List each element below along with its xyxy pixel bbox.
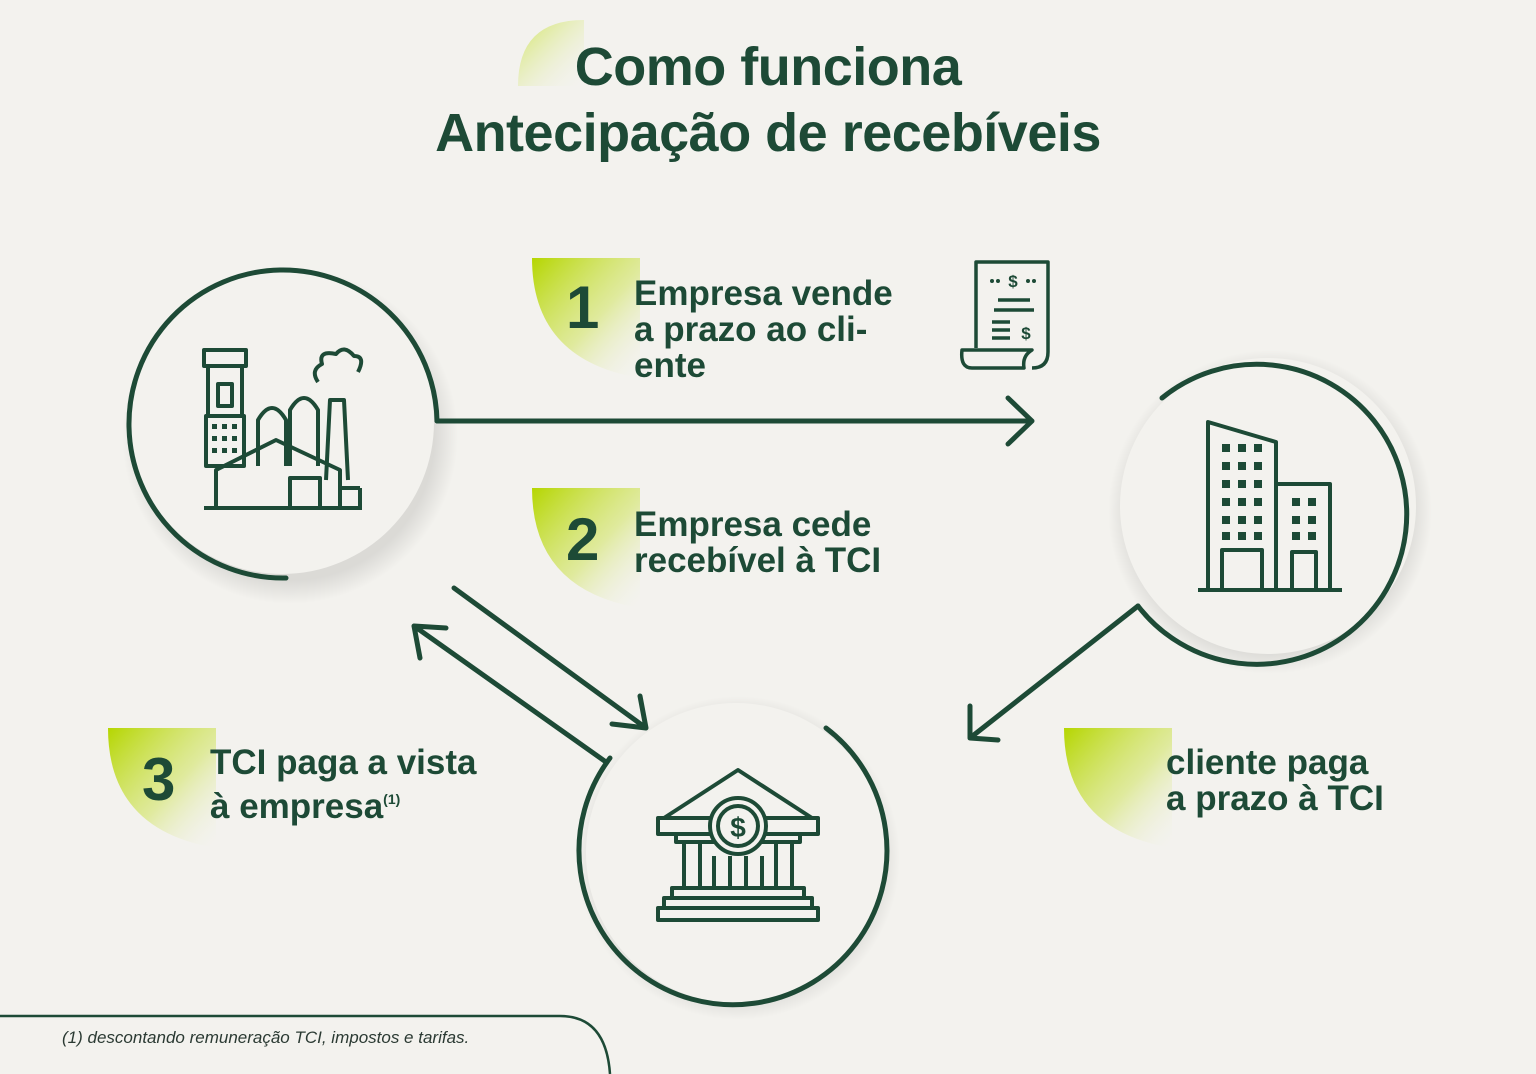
empresa-circle [126,267,440,581]
invoice-dots [990,279,1036,283]
step-3-line-2: à empresa(1) [210,781,476,825]
step-1-line-2: a prazo ao cli- [634,310,868,349]
office-windows [1222,444,1316,540]
step-4-text: cliente paga a prazo à TCI [1166,745,1384,817]
step-1-line-1: Empresa vende [634,274,893,313]
factory-windows [212,424,237,453]
step-2-accent [532,488,640,608]
step-2-line-1: Empresa cede [634,505,872,544]
step-3-line-2-text: à empresa [210,787,384,826]
tci-circle [576,725,890,1008]
page-title: Como funciona Antecipação de recebíveis [0,34,1536,166]
step-1-line-3: ente [634,346,706,385]
step-2-number: 2 [566,506,600,573]
step-3-number: 3 [142,746,176,813]
bank-dollar-glyph: $ [730,812,746,843]
footnote: (1) descontando remuneração TCI, imposto… [62,1028,470,1047]
step-4-line-2: a prazo à TCI [1166,779,1384,818]
invoice-dollar-top: $ [1008,272,1018,291]
step-1-accent [532,258,640,378]
step-4-line-1: cliente paga [1166,743,1369,782]
arrow-cliente-to-tci [967,603,1141,743]
arrow-empresa-to-cliente [434,395,1035,447]
title-line-1: Como funciona [574,37,962,97]
factory-icon [202,347,364,510]
cliente-circle [1135,361,1410,667]
title-line-2: Antecipação de recebíveis [435,103,1101,163]
footnote-frame [0,1014,612,1074]
arrow-empresa-to-tci [451,585,649,731]
step-3-accent [108,728,216,848]
invoice-dollar-bottom: $ [1021,324,1031,343]
office-buildings-icon [1198,420,1342,592]
step-2-line-2: recebível à TCI [634,541,882,580]
step-2-text: Empresa cede recebível à TCI [634,507,881,579]
bank-icon [656,768,820,922]
step-4-accent [1064,728,1172,848]
step-3-line-1: TCI paga a vista [210,743,477,782]
arrow-tci-to-empresa [411,623,609,765]
footnote-marker: (1) [383,791,401,807]
step-1-number: 1 [566,274,600,341]
step-1-text: Empresa vende a prazo ao cli- ente [634,276,893,384]
step-3-text: TCI paga a vista à empresa(1) [210,745,476,825]
invoice-icon [959,260,1050,370]
title-accent-leaf [518,20,584,86]
